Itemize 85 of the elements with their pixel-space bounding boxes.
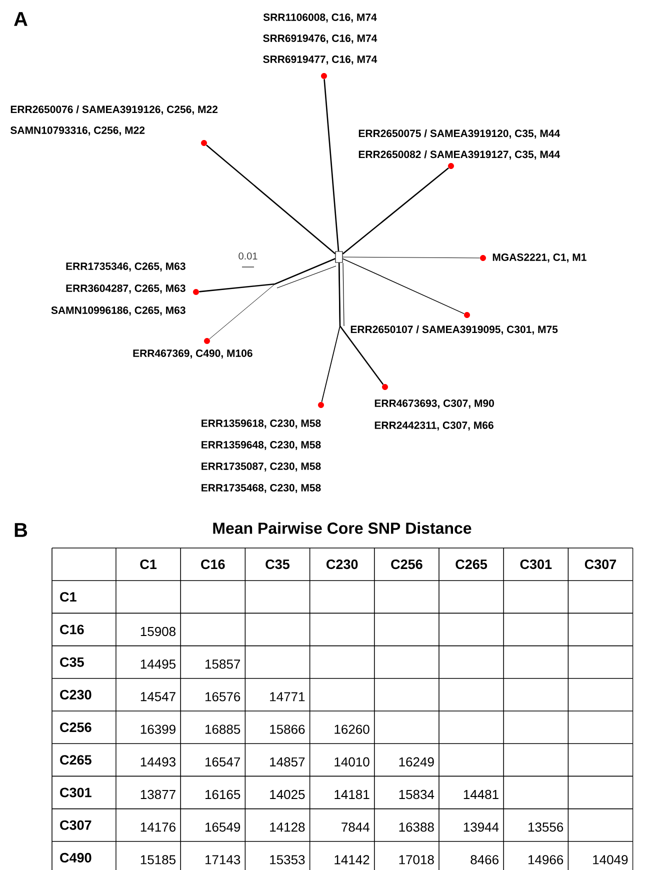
distance-value: 16388 bbox=[399, 822, 434, 832]
distance-value: 14481 bbox=[464, 790, 498, 800]
distance-value: 16165 bbox=[206, 790, 240, 800]
row-header: C265 bbox=[60, 755, 92, 765]
distance-value: 13556 bbox=[528, 822, 564, 832]
tip-label: SRR6919477, C16, M74 bbox=[263, 56, 378, 64]
tree-branch bbox=[324, 79, 340, 252]
distance-value: 16576 bbox=[206, 692, 240, 702]
distance-value: 14547 bbox=[140, 692, 176, 702]
tip-label: ERR1735468, C230, M58 bbox=[202, 484, 321, 493]
tip-label: SRR1106008, C16, M74 bbox=[263, 14, 377, 22]
tip-label: ERR2650076 / SAMEA3919126, C256, M22 bbox=[10, 105, 218, 115]
distance-value: 17143 bbox=[206, 855, 240, 864]
row-header: C256 bbox=[60, 722, 92, 732]
tip-label: ERR1735346, C265, M63 bbox=[66, 262, 186, 272]
row-header: C490 bbox=[60, 852, 92, 862]
scale-label: 0.01 bbox=[238, 252, 258, 260]
tree-branch bbox=[199, 258, 336, 292]
tip-label: ERR4673693, C307, M90 bbox=[374, 400, 494, 408]
distance-value: 15185 bbox=[140, 855, 176, 864]
row-header: C1 bbox=[60, 592, 76, 602]
distance-value: 14181 bbox=[334, 790, 370, 800]
distance-value: 15857 bbox=[206, 660, 240, 669]
column-header: C230 bbox=[326, 560, 358, 570]
tree-branch bbox=[342, 168, 449, 254]
distance-value: 16249 bbox=[399, 757, 434, 766]
distance-value: 16260 bbox=[334, 724, 370, 734]
row-header: C16 bbox=[60, 624, 84, 634]
panel-letter: B bbox=[14, 523, 28, 537]
distance-value: 14049 bbox=[593, 855, 628, 864]
column-header: C307 bbox=[584, 560, 616, 570]
tree-branch bbox=[206, 144, 336, 254]
distance-value: 14857 bbox=[270, 757, 305, 766]
column-header: C16 bbox=[201, 560, 225, 570]
tip-label: MGAS2221, C1, M1 bbox=[492, 254, 586, 262]
distance-value: 16399 bbox=[140, 724, 176, 734]
distance-value: 14025 bbox=[270, 790, 305, 800]
column-header: C35 bbox=[266, 560, 290, 570]
distance-value: 15866 bbox=[270, 724, 305, 734]
tip-label: ERR2650107 / SAMEA3919095, C301, M75 bbox=[350, 325, 558, 335]
tree-branch bbox=[342, 256, 480, 258]
distance-value: 14128 bbox=[270, 822, 305, 832]
column-header: C265 bbox=[456, 560, 488, 570]
distance-value: 16885 bbox=[206, 724, 240, 734]
tip-label: SRR6919476, C16, M74 bbox=[263, 34, 378, 44]
distance-value: 14176 bbox=[140, 822, 176, 832]
tip-label: ERR1359648, C230, M58 bbox=[202, 441, 321, 450]
column-header: C1 bbox=[140, 560, 157, 570]
tree-branch bbox=[209, 258, 336, 340]
tip-label: ERR2650075 / SAMEA3919120, C35, M44 bbox=[358, 129, 560, 139]
distance-value: 14010 bbox=[334, 757, 370, 766]
tip-label: ERR3604287, C265, M63 bbox=[66, 284, 186, 294]
distance-value: 17018 bbox=[399, 855, 434, 864]
panel-letter: A bbox=[14, 12, 28, 26]
distance-value: 14771 bbox=[270, 692, 305, 702]
table-title: Mean Pairwise Core SNP Distance bbox=[213, 522, 472, 534]
tip-label: ERR1359618, C230, M58 bbox=[202, 420, 321, 428]
network-hub bbox=[335, 251, 343, 263]
distance-value: 14966 bbox=[528, 855, 564, 864]
distance-value: 15353 bbox=[270, 855, 305, 864]
row-header: C301 bbox=[60, 788, 92, 798]
tip-label: ERR2650082 / SAMEA3919127, C35, M44 bbox=[358, 150, 560, 160]
column-header: C301 bbox=[520, 560, 552, 570]
row-header: C35 bbox=[60, 657, 84, 667]
tree-branch bbox=[342, 258, 464, 314]
distance-value: 8466 bbox=[470, 855, 498, 864]
distance-value: 15834 bbox=[399, 790, 434, 800]
distance-value: 14493 bbox=[140, 757, 176, 766]
tip-label: ERR1735087, C230, M58 bbox=[202, 462, 321, 472]
tip-label: SAMN10793316, C256, M22 bbox=[10, 126, 145, 136]
tree-branch bbox=[338, 262, 384, 385]
tip-label: ERR2442311, C307, M66 bbox=[374, 422, 494, 430]
distance-value: 16547 bbox=[206, 757, 240, 766]
distance-value: 14495 bbox=[140, 660, 176, 669]
distance-value: 7844 bbox=[342, 822, 370, 832]
distance-value: 14142 bbox=[334, 855, 370, 864]
distance-value: 13944 bbox=[464, 822, 499, 832]
distance-value: 15908 bbox=[140, 626, 176, 636]
distance-value: 13877 bbox=[140, 790, 176, 800]
distance-value: 16549 bbox=[206, 822, 240, 832]
tip-label: SAMN10996186, C265, M63 bbox=[51, 306, 186, 316]
tip-label: ERR467369, C490, M106 bbox=[133, 350, 252, 358]
row-header: C230 bbox=[60, 690, 92, 700]
column-header: C256 bbox=[391, 560, 422, 570]
row-header: C307 bbox=[60, 820, 92, 830]
